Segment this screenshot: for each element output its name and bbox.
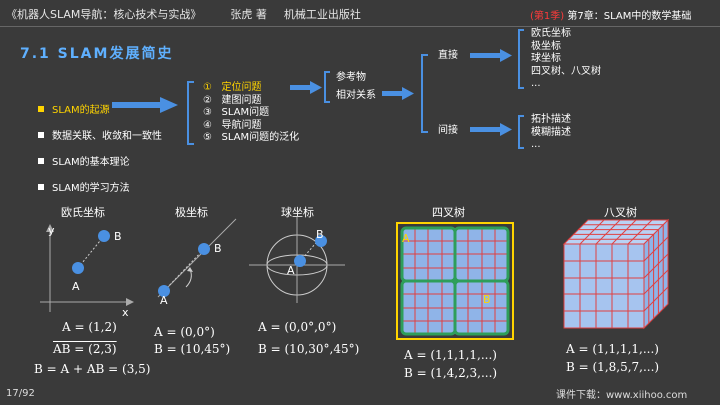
figure-title-octree: 八叉树	[604, 206, 637, 219]
euclid-axis-y: y	[48, 224, 55, 237]
bracket-branches	[421, 54, 428, 133]
book-author: 张虎 著	[230, 8, 267, 21]
polar-label-a: A	[160, 294, 168, 307]
indirect-item-fuzzy: 模糊描述	[531, 126, 571, 138]
bullet-slam-origin: SLAM的起源	[38, 101, 110, 116]
direct-item-polar: 极坐标	[531, 40, 561, 52]
indirect-item-topology: 拓扑描述	[531, 114, 571, 125]
bullet-learning-method: SLAM的学习方法	[38, 179, 130, 194]
figure-title-euclid: 欧氏坐标	[61, 206, 105, 219]
bullet-data-association: 数据关联、收敛和一致性	[38, 127, 162, 142]
sub-item-generalization: ⑤ SLAM问题的泛化	[203, 132, 300, 143]
point-a	[72, 262, 84, 274]
sphere-label-b: B	[316, 228, 324, 241]
point-b	[315, 235, 327, 247]
polar-formula-b: B = (10,45°)	[154, 342, 231, 356]
season-label: (第1季)	[530, 11, 565, 22]
arrow-to-branches	[382, 87, 414, 100]
octree-formula-a: A = (1,1,1,1,...)	[566, 342, 659, 356]
figure-title-sphere: 球坐标	[281, 206, 314, 219]
point-b	[198, 243, 210, 255]
quadtree-formula-b: B = (1,4,2,3,...)	[404, 366, 498, 380]
direct-item-more: ...	[531, 78, 541, 89]
reference-label: 参考物	[336, 72, 366, 83]
quadtree-label-a: A	[402, 232, 410, 245]
polar-label-b: B	[214, 242, 222, 255]
euclid-diagram	[40, 224, 134, 312]
arrow-direct	[470, 49, 512, 62]
chapter-label: (第1季) 第7章：SLAM中的数学基础	[530, 7, 691, 22]
sub-item-navigation: ④ 导航问题	[203, 119, 262, 131]
quadtree-diagram	[396, 222, 514, 340]
sphere-formula-a: A = (0,0°,0°)	[258, 320, 337, 334]
sphere-diagram	[249, 217, 345, 303]
direct-item-sphere: 球坐标	[531, 53, 561, 64]
relative-relation-label: 相对关系	[336, 90, 376, 101]
sub-item-localization: ① 定位问题	[203, 82, 262, 93]
page-number: 17/92	[6, 388, 35, 399]
arrow-origin-to-list	[112, 97, 178, 113]
euclid-label-a: A	[72, 280, 80, 293]
point-b	[98, 230, 110, 242]
direct-label: 直接	[438, 50, 458, 61]
bracket-direct	[518, 29, 524, 89]
euclid-formula-ab: AB = (2,3)	[53, 342, 117, 356]
indirect-label: 间接	[438, 125, 458, 136]
header-divider	[0, 26, 720, 27]
octree-diagram	[562, 218, 670, 330]
arrow-to-reference	[290, 81, 322, 94]
figure-title-polar: 极坐标	[175, 206, 208, 219]
figure-title-quadtree: 四叉树	[432, 206, 465, 219]
book-title: 《机器人SLAM导航：核心技术与实战》	[6, 8, 202, 21]
sub-topic-list: ① 定位问题 ② 建图问题 ③ SLAM问题 ④ 导航问题 ⑤ SLAM问题的泛…	[203, 82, 299, 145]
polar-diagram	[157, 218, 237, 298]
header-book-info: 《机器人SLAM导航：核心技术与实战》 张虎 著 机械工业出版社	[6, 6, 361, 22]
download-link[interactable]: 课件下载：www.xiihoo.com	[556, 390, 688, 401]
euclid-formula-a: A = (1,2)	[62, 320, 117, 334]
quadtree-label-b: B	[483, 293, 491, 306]
direct-item-tree: 四叉树、八叉树	[531, 65, 601, 77]
indirect-items: 拓扑描述 模糊描述 ...	[531, 114, 571, 152]
bullet-basic-theory: SLAM的基本理论	[38, 153, 130, 168]
bracket-indirect	[518, 115, 524, 149]
arrow-indirect	[470, 123, 512, 136]
bracket-reference	[324, 71, 330, 103]
bracket-sub-list	[187, 81, 194, 145]
direct-item-euclid: 欧氏坐标	[531, 28, 571, 39]
sphere-formula-b: B = (10,30°,45°)	[258, 342, 360, 356]
indirect-item-more: ...	[531, 139, 541, 150]
sphere-label-a: A	[287, 264, 295, 277]
polar-formula-a: A = (0,0°)	[154, 325, 215, 339]
euclid-formula-b: B = A + AB = (3,5)	[34, 362, 151, 376]
point-a	[158, 285, 170, 297]
euclid-axis-x: x	[122, 306, 129, 319]
sub-item-mapping: ② 建图问题	[203, 94, 262, 106]
book-publisher: 机械工业出版社	[283, 8, 361, 21]
chapter-title: 第7章：SLAM中的数学基础	[567, 11, 692, 22]
direct-items: 欧氏坐标 极坐标 球坐标 四叉树、八叉树 ...	[531, 28, 601, 91]
sub-item-slam: ③ SLAM问题	[203, 107, 270, 118]
octree-formula-b: B = (1,8,5,7,...)	[566, 360, 660, 374]
quadtree-formula-a: A = (1,1,1,1,...)	[404, 348, 497, 362]
point-a	[294, 255, 306, 267]
slide-title: 7.1 SLAM发展简史	[20, 46, 174, 62]
euclid-label-b: B	[114, 230, 122, 243]
